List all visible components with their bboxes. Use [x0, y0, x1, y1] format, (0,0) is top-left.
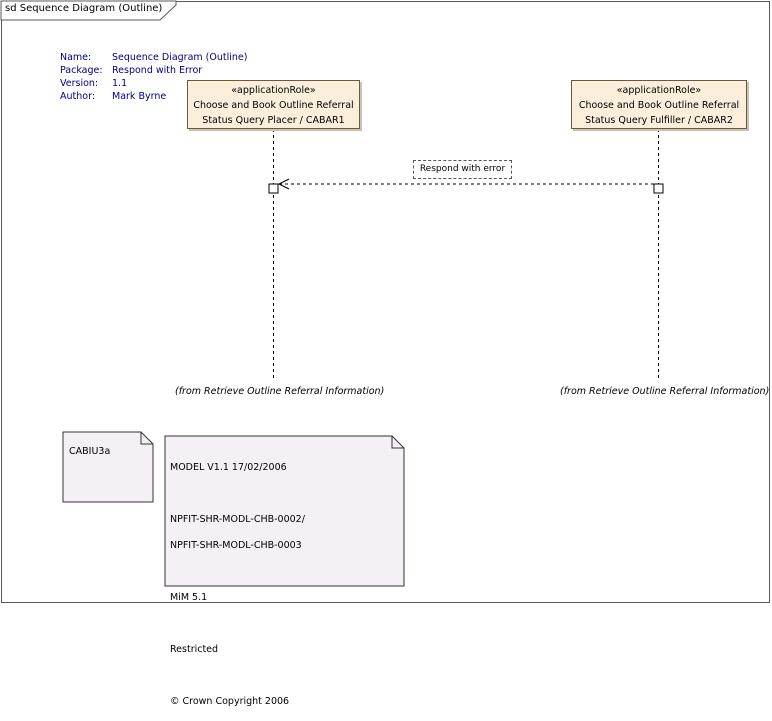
note-1-corner	[140, 432, 153, 445]
meta-version-row: Version: 1.1	[60, 77, 247, 90]
meta-version-value: 1.1	[112, 78, 128, 89]
frame-title: sd Sequence Diagram (Outline)	[5, 3, 163, 14]
lifeline-head-fulfiller[interactable]: «applicationRole» Choose and Book Outlin…	[571, 80, 747, 129]
note-2-corner	[391, 436, 404, 449]
note-2-line-ref2: NPFIT-SHR-MODL-CHB-0003	[170, 540, 302, 551]
lifeline-1-name-line2: Status Query Placer / CABAR1	[202, 115, 345, 126]
note-2-line-ref1: NPFIT-SHR-MODL-CHB-0002/	[170, 514, 305, 525]
note-1-shape	[62, 431, 154, 503]
meta-package-value: Respond with Error	[112, 65, 203, 76]
note-1-text: CABIU3a	[69, 446, 111, 457]
lifeline-1-stereotype: «applicationRole»	[231, 85, 316, 96]
diagram-metadata: Name: Sequence Diagram (Outline) Package…	[60, 51, 247, 103]
frame-tab: sd Sequence Diagram (Outline)	[0, 0, 176, 20]
meta-author-key: Author:	[60, 91, 96, 102]
frame-tab-shape	[0, 0, 177, 21]
note-2-shape	[164, 435, 405, 587]
meta-author-row: Author: Mark Byrne	[60, 90, 247, 103]
lifeline-1-from-label: (from Retrieve Outline Referral Informat…	[175, 386, 385, 397]
diagram-canvas	[0, 0, 664, 587]
lifeline-2-name-line1: Choose and Book Outline Referral	[578, 100, 740, 111]
lifeline-1-name-line1: Choose and Book Outline Referral	[193, 100, 354, 111]
meta-package-row: Package: Respond with Error	[60, 64, 247, 77]
activation-box-1	[268, 183, 279, 194]
message-label[interactable]: Respond with error	[413, 160, 512, 179]
meta-version-key: Version:	[60, 78, 99, 89]
note-2-line-mim: MiM 5.1	[170, 592, 208, 603]
note-2-line-copyright: © Crown Copyright 2006	[170, 696, 290, 707]
diagram-frame	[1, 1, 770, 603]
lifeline-2-name-line2: Status Query Fulfiller / CABAR2	[585, 115, 733, 126]
lifeline-2-stereotype: «applicationRole»	[616, 85, 702, 96]
lifeline-head-placer[interactable]: «applicationRole» Choose and Book Outlin…	[187, 80, 360, 129]
meta-name-value: Sequence Diagram (Outline)	[112, 52, 248, 63]
message-arrow-head	[277, 178, 290, 190]
meta-name-row: Name: Sequence Diagram (Outline)	[60, 51, 247, 64]
meta-name-key: Name:	[60, 52, 92, 63]
note-2-line-restricted: Restricted	[170, 644, 219, 655]
meta-package-key: Package:	[60, 65, 103, 76]
note-2-line-model: MODEL V1.1 17/02/2006	[170, 462, 287, 473]
lifeline-2-from-label: (from Retrieve Outline Referral Informat…	[560, 386, 770, 397]
note-2-text: MODEL V1.1 17/02/2006 NPFIT-SHR-MODL-CHB…	[170, 448, 305, 721]
meta-author-value: Mark Byrne	[112, 91, 167, 102]
activation-box-2	[653, 183, 664, 194]
